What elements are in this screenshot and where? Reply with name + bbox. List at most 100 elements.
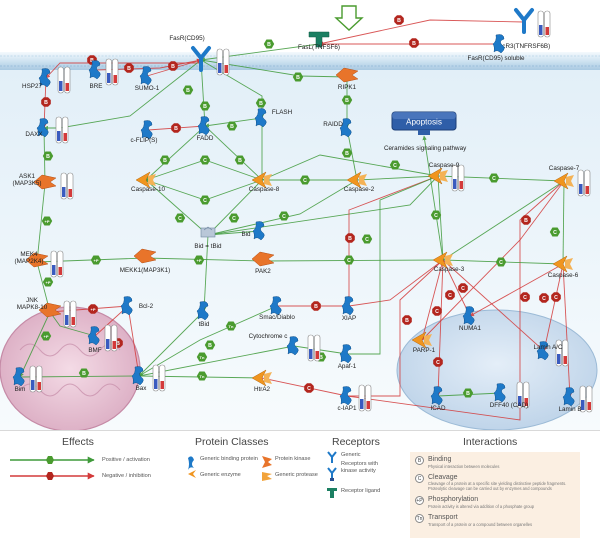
lamin-b-label: Lamin B	[558, 406, 581, 413]
legend-interactions-panel	[410, 452, 580, 538]
casp3-node[interactable]: Caspase-3	[432, 251, 465, 273]
lamin-ac-node[interactable]: Lamin A/C	[533, 339, 569, 367]
svg-text:B: B	[314, 304, 318, 310]
jnk-label: MAPK8-10	[17, 304, 48, 311]
smac-node[interactable]: Smac/Diablo	[259, 296, 295, 322]
htra2-label: HtrA2	[254, 386, 271, 393]
inhibition-edge-ciap1-casp3	[347, 259, 444, 397]
bid-tbid-node[interactable]: Bid = tBid	[194, 226, 222, 250]
ask1-node[interactable]: ASK1(MAP3K5)	[12, 172, 74, 200]
bmf-node[interactable]: BMF	[87, 324, 118, 354]
cleavage-badge-icon: C	[174, 213, 186, 223]
binding-badge-icon: B	[409, 38, 419, 48]
cleavage-badge-icon: C	[551, 292, 561, 302]
casp7-node[interactable]: Caspase-7	[549, 165, 591, 197]
protein-kinase-icon	[262, 456, 272, 468]
bid-node[interactable]: Bid	[241, 221, 265, 241]
binding-badge-icon: B	[78, 368, 90, 378]
activation-edge-bid-bid_tbid	[207, 230, 261, 237]
daxx-node[interactable]: DAXX	[25, 116, 69, 144]
tbid-node[interactable]: tBid	[196, 301, 210, 329]
fadd-node[interactable]: FADD	[197, 116, 214, 143]
fasl-label: FasL(TNFSF6)	[298, 44, 340, 51]
activation-edge-tbid-bax	[138, 310, 205, 377]
sumo1-node[interactable]: SUMO-1	[135, 66, 160, 93]
transport-badge-icon: Tn	[225, 321, 237, 331]
parp1-node[interactable]: PARP-1	[411, 331, 436, 354]
fasr-soluble-node[interactable]: FasR(CD95) soluble	[467, 34, 525, 63]
binding-badge-icon: B	[171, 123, 181, 133]
svg-text:C: C	[434, 213, 438, 219]
pak2-node[interactable]: PAK2	[251, 251, 275, 275]
bim-node[interactable]: Bim	[12, 365, 43, 393]
svg-text:+P: +P	[45, 280, 50, 285]
svg-text:B: B	[208, 343, 212, 349]
apoptosis-node[interactable]: Apoptosis	[391, 111, 457, 135]
casp10-node[interactable]: Caspase-10	[131, 171, 165, 193]
bax-node[interactable]: Bax	[131, 364, 166, 392]
dff40-node[interactable]: DFF40 (CAD)	[490, 381, 530, 409]
hsp27-label: HSP27	[22, 83, 42, 90]
inhibition-edge-casp6-lamin_ac	[542, 263, 564, 352]
casp6-node[interactable]: Caspase-6	[548, 255, 579, 279]
phosphorylation-badge-icon: +P	[88, 304, 98, 314]
icad-node[interactable]: ICAD	[430, 386, 446, 413]
dff40-label: DFF40 (CAD)	[490, 402, 528, 409]
svg-text:C: C	[499, 260, 503, 266]
cleavage-badge-icon: C	[445, 290, 455, 300]
ciap1-node[interactable]: c-IAP1	[338, 384, 372, 412]
interaction-badges: BBBBBBBBBBBBBBBBBBCCCCCCCCCCB+P+P+PC+P+P…	[40, 15, 561, 398]
casp2-node[interactable]: Caspase-2	[344, 171, 375, 193]
binding-badge-icon: B	[402, 315, 412, 325]
cleavage-badge-icon: C	[433, 357, 443, 367]
htra2-node[interactable]: HtrA2	[251, 369, 272, 393]
cleavage-badge-icon: C	[458, 283, 468, 293]
bre-label: BRE	[90, 83, 103, 90]
hsp27-node[interactable]: HSP27	[22, 66, 71, 94]
mekk1-node[interactable]: MEKK1(MAP3K1)	[120, 248, 170, 274]
dcr3-node[interactable]: DcR3(TNFRSF6B)	[498, 8, 551, 50]
ripk1-node[interactable]: RIPK1	[335, 67, 359, 91]
legend-binding: Binding	[428, 456, 452, 463]
activation-edge-casp2-casp9	[356, 173, 439, 181]
svg-text:C: C	[435, 309, 439, 315]
svg-text:B: B	[163, 158, 167, 164]
casp8-node[interactable]: Caspase-8	[249, 171, 280, 193]
fasl-node[interactable]: FasL(TNFSF6)	[298, 31, 340, 51]
raidd-node[interactable]: RAIDD	[323, 118, 352, 138]
legend-kinase-receptor: Receptors with kinase activity	[341, 461, 378, 474]
phosphorylation-badge-icon: +P	[42, 277, 54, 287]
legend-protein-kinase: Protein kinase	[275, 456, 311, 462]
numa1-node[interactable]: NUMA1	[459, 306, 482, 333]
phosphorylation-badge-icon: +P	[41, 216, 53, 226]
svg-text:C: C	[307, 386, 311, 392]
binding-badge-icon: B	[124, 63, 134, 73]
ceramides-label: Ceramides signaling pathway	[384, 145, 467, 152]
apaf1-label: Apaf-1	[338, 363, 357, 370]
mek4-node[interactable]: MEK4(MAP2K4)	[14, 250, 64, 278]
svg-text:B: B	[267, 42, 271, 48]
jnk-label: JNK	[26, 297, 39, 304]
bre-node[interactable]: BRE	[88, 58, 119, 90]
svg-text:C: C	[554, 295, 558, 301]
flash-node[interactable]: FLASH	[254, 108, 293, 128]
activation-edge-casp10-bid_tbid	[145, 179, 209, 236]
activation-edge-bid_tbid-tbid	[201, 234, 209, 312]
xiap-node[interactable]: XIAP	[341, 296, 356, 323]
cytc-node[interactable]: Cytochrome c	[249, 333, 321, 362]
transport-badge-icon: Tn	[196, 352, 208, 362]
casp9-node[interactable]: Caspase-9	[427, 162, 465, 192]
cflip-node[interactable]: c-FLIP(S)	[131, 120, 158, 145]
activation-edge-apaf1-casp9	[347, 175, 439, 355]
activation-edge-jnk-bmf	[49, 311, 96, 338]
casp2-label: Caspase-2	[344, 186, 375, 193]
svg-text:C: C	[347, 258, 351, 264]
binding-badge-icon: B	[234, 155, 246, 165]
lamin-b-node[interactable]: Lamin B	[558, 385, 593, 413]
bcl2-node[interactable]: Bcl-2	[120, 296, 154, 316]
fasr-node[interactable]: FasR(CD95)	[169, 35, 230, 76]
apaf1-node[interactable]: Apaf-1	[338, 344, 357, 371]
svg-text:C: C	[436, 360, 440, 366]
